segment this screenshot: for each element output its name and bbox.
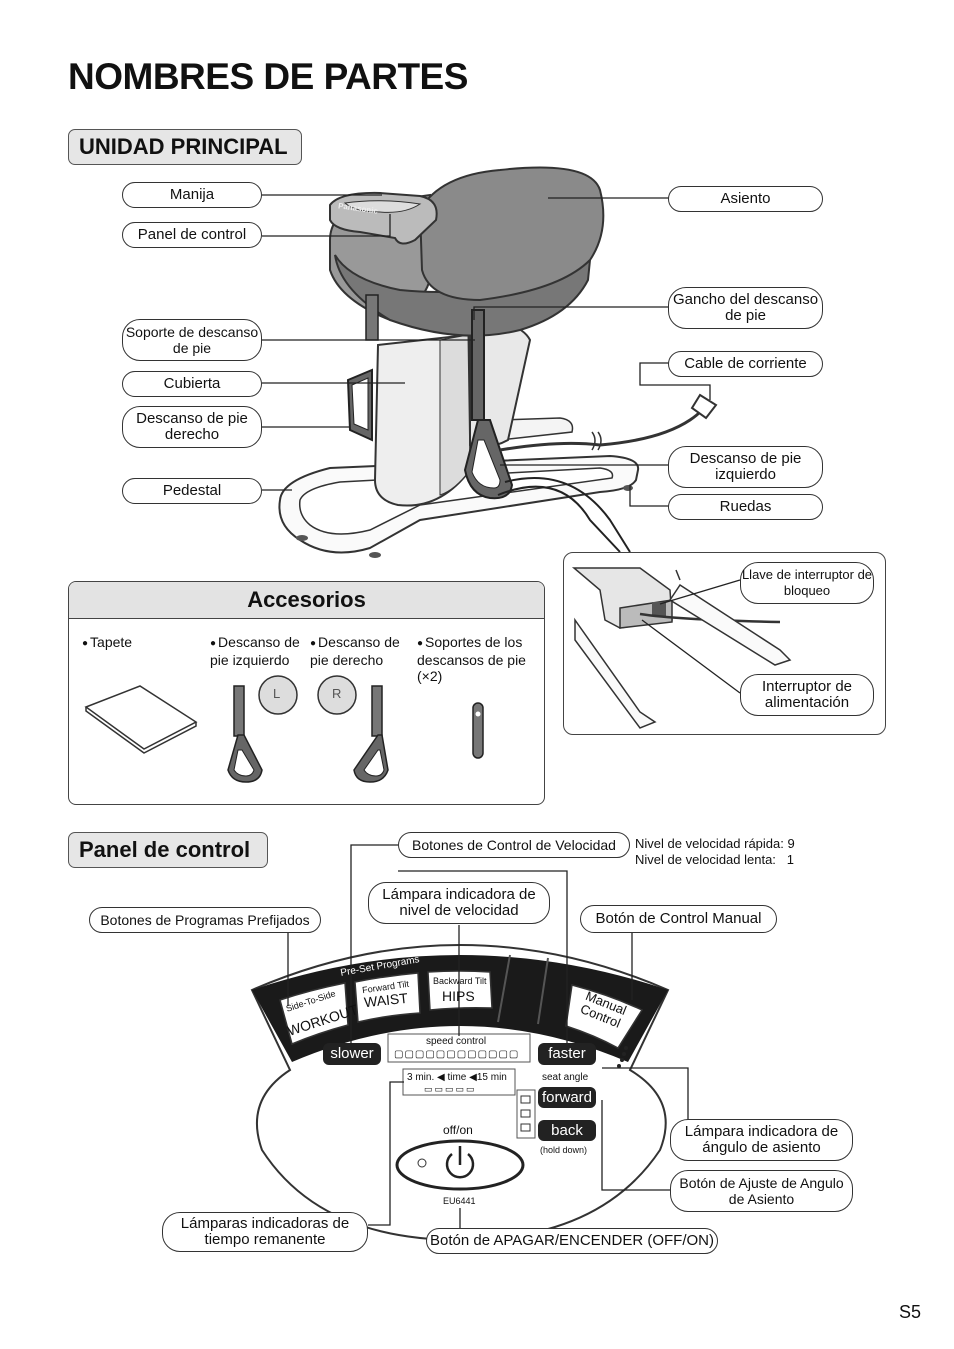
left-mark: L <box>273 686 281 701</box>
model-label: EU6441 <box>443 1196 476 1206</box>
seat-angle-label: seat angle <box>542 1072 589 1083</box>
preset-hips-button[interactable]: HIPS <box>442 988 475 1004</box>
backward-small: Backward Tilt <box>433 976 487 986</box>
label-botones-velocidad: Botones de Control de Velocidad <box>398 832 630 858</box>
label-velocidad-rapida: Nivel de velocidad rápida: 9 <box>635 836 795 851</box>
label-apagar-encender: Botón de APAGAR/ENCENDER (OFF/ON) <box>426 1228 718 1254</box>
label-llave-interruptor: Llave de interruptor de bloqueo <box>740 562 874 604</box>
label-descanso-izquierdo: Descanso de pie izquierdo <box>668 446 823 488</box>
forward-button[interactable]: forward <box>538 1087 596 1108</box>
time-label: 3 min. ◀ time ◀15 min <box>407 1072 507 1083</box>
label-asiento: Asiento <box>668 186 823 212</box>
section-heading-control-panel: Panel de control <box>68 832 268 868</box>
right-mark: R <box>332 686 342 701</box>
label-cable: Cable de corriente <box>668 351 823 377</box>
slower-button[interactable]: slower <box>323 1043 381 1065</box>
label-tiempo-remanente: Lámparas indicadoras de tiempo remanente <box>162 1212 368 1252</box>
accessory-descanso-derecho: ●Descanso de pie derecho <box>310 634 400 668</box>
accessories-box: Accesorios <box>68 581 545 805</box>
label-manija: Manija <box>122 182 262 208</box>
page-number: S5 <box>899 1302 922 1322</box>
label-lampara-angulo: Lámpara indicadora de ángulo de asiento <box>670 1119 853 1161</box>
page-title: NOMBRES DE PARTES <box>68 56 468 97</box>
back-button[interactable]: back <box>538 1120 596 1141</box>
label-ajuste-angulo: Botón de Ajuste de Angulo de Asiento <box>670 1170 853 1212</box>
label-control-manual: Botón de Control Manual <box>580 905 777 933</box>
time-lamps: ▭▭▭▭▭ <box>424 1084 477 1094</box>
faster-button[interactable]: faster <box>538 1043 596 1065</box>
hold-down-label: (hold down) <box>540 1145 588 1155</box>
label-soporte-descanso: Soporte de descanso de pie <box>122 319 262 361</box>
label-panel-de-control: Panel de control <box>122 222 262 248</box>
speed-control-label: speed control <box>426 1036 487 1047</box>
accessory-tapete: ●Tapete <box>82 634 133 650</box>
label-descanso-derecho: Descanso de pie derecho <box>122 406 262 448</box>
label-cubierta: Cubierta <box>122 371 262 397</box>
off-on-label: off/on <box>443 1123 473 1137</box>
section-heading-main-unit: UNIDAD PRINCIPAL <box>68 129 302 165</box>
label-velocidad-lenta: Nivel de velocidad lenta: 1 <box>635 852 794 867</box>
label-ruedas: Ruedas <box>668 494 823 520</box>
label-lampara-velocidad: Lámpara indicadora de nivel de velocidad <box>368 882 550 924</box>
accessories-heading: Accesorios <box>69 582 544 619</box>
label-pedestal: Pedestal <box>122 478 262 504</box>
label-gancho: Gancho del descanso de pie <box>668 287 823 329</box>
label-programas: Botones de Programas Prefijados <box>89 907 321 933</box>
accessory-descanso-izquierdo: ●Descanso de pie izquierdo <box>210 634 300 668</box>
label-interruptor-alimentacion: Interruptor de alimentación <box>740 674 874 716</box>
off-on-button[interactable] <box>396 1141 524 1189</box>
speed-lamps: ▢▢▢▢▢▢▢▢▢▢▢▢ <box>394 1049 520 1060</box>
accessory-soportes: ●Soportes de los descansos de pie (×2) <box>417 634 526 684</box>
